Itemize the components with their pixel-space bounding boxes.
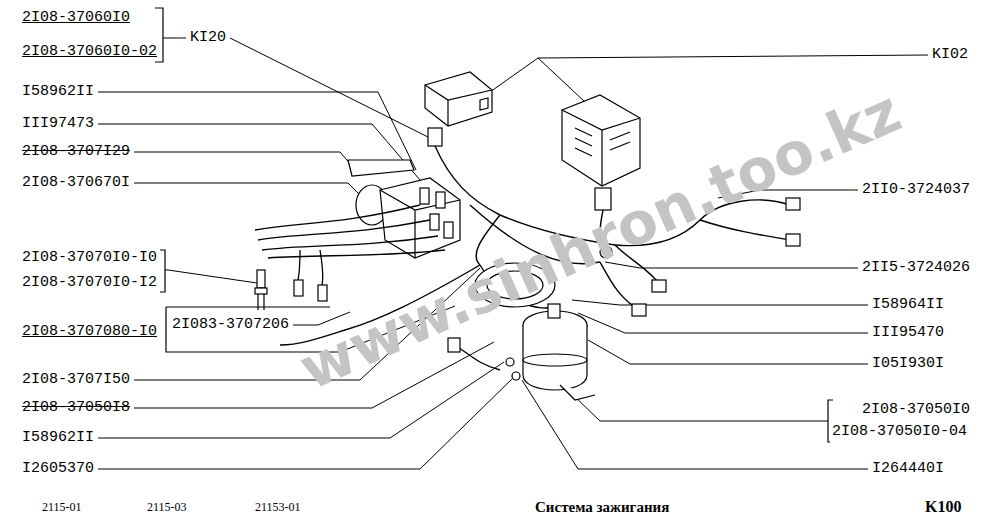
part-number: 2I08-37050I0: [862, 401, 970, 419]
part-number: 2I08-370670I: [22, 174, 130, 192]
page-title: Система зажигания: [535, 498, 669, 516]
kit-number: KI02: [932, 46, 968, 64]
part-number: 2I08-37050I0-04: [832, 423, 967, 441]
part-number: I264440I: [872, 460, 944, 478]
part-number: 2II0-3724037: [862, 181, 970, 199]
part-number: 2I08-37060I0: [22, 9, 130, 27]
part-number: III97473: [22, 115, 94, 133]
spark-plug: [255, 270, 327, 310]
model-code: 2115-01: [42, 498, 82, 516]
part-number: I58962II: [22, 83, 94, 101]
part-number: 2I083-3707206: [172, 316, 289, 334]
commutator: [425, 72, 492, 146]
part-number: 2II5-3724026: [862, 259, 970, 277]
model-code: 21153-01: [255, 498, 301, 516]
leader-lines: [98, 38, 928, 469]
part-number: I58962II: [22, 429, 94, 447]
part-number: 2I08-3707I50: [22, 371, 130, 389]
model-code: 2115-03: [147, 498, 187, 516]
part-number: I2605370: [22, 460, 94, 478]
bracket: [160, 250, 168, 292]
bracket: [824, 400, 833, 442]
part-number: I05I930I: [872, 355, 944, 373]
part-number: 2I08-37070I0-I0: [22, 249, 157, 267]
page-code: K100: [925, 498, 961, 516]
part-number: 2I08-37050I8: [22, 399, 130, 417]
bracket: [155, 8, 186, 62]
part-number: III95470: [872, 324, 944, 342]
part-number: 2I08-37070I0-I2: [22, 274, 157, 292]
kit-number: KI20: [190, 29, 226, 47]
part-number: 2I08-3707080-I0: [22, 323, 157, 341]
ignition-coil: [506, 304, 595, 400]
part-number: 2I08-37060I0-02: [22, 43, 157, 61]
hv-wires: [255, 205, 445, 285]
part-number: 2I08-3707I29: [22, 143, 130, 161]
part-number: I58964II: [872, 296, 944, 314]
